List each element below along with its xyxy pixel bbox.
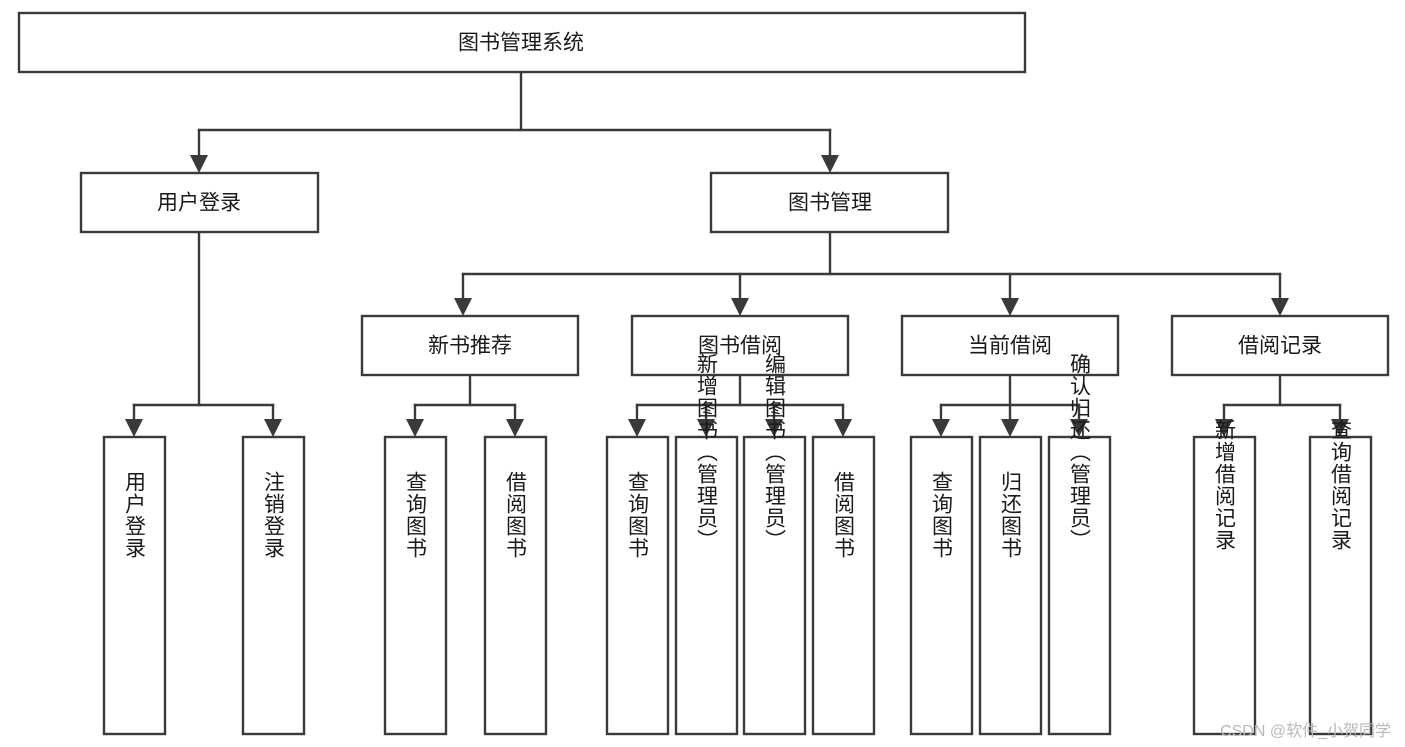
node-book-management[interactable]: 图书管理 bbox=[709, 171, 950, 234]
arrowhead-current-leaf-1 bbox=[932, 419, 950, 437]
leaf-query-borrow-record[interactable]: 查询借阅记录 bbox=[1308, 419, 1373, 736]
node-borrow-record-box[interactable] bbox=[1170, 314, 1390, 377]
node-user-login-box[interactable] bbox=[79, 171, 320, 234]
arrowhead-borrow-leaf-3 bbox=[765, 419, 783, 437]
arrowhead-record-leaf-1 bbox=[1215, 419, 1233, 437]
leaf-return-book[interactable]: 归还图书 bbox=[978, 435, 1043, 736]
leaf-borrow-book-borrow-box[interactable] bbox=[811, 435, 876, 736]
leaf-borrow-book-newbook-box[interactable] bbox=[483, 435, 548, 736]
leaf-borrow-book-borrow-label: 借阅图书 bbox=[832, 471, 856, 559]
leaf-user-login-box[interactable] bbox=[102, 435, 167, 736]
node-new-book-recommend-label: 新书推荐 bbox=[428, 335, 512, 358]
arrowhead-current-leaf-3 bbox=[1070, 419, 1088, 437]
node-borrow-record-label: 借阅记录 bbox=[1238, 335, 1322, 358]
arrowhead-borrow-leaf-4 bbox=[834, 419, 852, 437]
node-borrow-record[interactable]: 借阅记录 bbox=[1170, 314, 1390, 377]
leaf-add-book-admin-box[interactable] bbox=[674, 435, 739, 736]
node-user-login-label: 用户登录 bbox=[157, 192, 241, 215]
leaf-logout-box[interactable] bbox=[241, 435, 306, 736]
leaf-query-book-borrow-box[interactable] bbox=[605, 435, 670, 736]
node-current-borrow[interactable]: 当前借阅 bbox=[900, 314, 1120, 377]
node-root-system-label: 图书管理系统 bbox=[458, 32, 584, 55]
leaf-add-borrow-record-box[interactable] bbox=[1192, 435, 1257, 736]
arrowhead-bookmgmt-child-2 bbox=[731, 298, 749, 316]
node-book-management-box[interactable] bbox=[709, 171, 950, 234]
leaf-add-book-admin[interactable]: 新增图书（管理员） bbox=[674, 353, 739, 736]
leaf-confirm-return-admin-label: 确认归还（管理员） bbox=[1068, 353, 1092, 551]
node-current-borrow-label: 当前借阅 bbox=[968, 335, 1052, 358]
leaf-edit-book-admin-label: 编辑图书（管理员） bbox=[763, 353, 787, 551]
leaf-query-borrow-record-label: 查询借阅记录 bbox=[1329, 419, 1353, 551]
leaf-return-book-box[interactable] bbox=[978, 435, 1043, 736]
arrowhead-root-to-user-login bbox=[190, 155, 208, 173]
leaf-add-borrow-record-label: 新增借阅记录 bbox=[1213, 419, 1237, 551]
node-book-borrow-label: 图书借阅 bbox=[698, 335, 782, 358]
leaf-borrow-book-borrow[interactable]: 借阅图书 bbox=[811, 435, 876, 736]
leaf-confirm-return-admin[interactable]: 确认归还（管理员） bbox=[1047, 353, 1112, 736]
leaf-logout[interactable]: 注销登录 bbox=[241, 435, 306, 736]
arrowhead-bookmgmt-child-4 bbox=[1271, 298, 1289, 316]
arrowhead-newbook-leaf-1 bbox=[406, 419, 424, 437]
leaf-query-borrow-record-box[interactable] bbox=[1308, 435, 1373, 736]
leaf-user-login[interactable]: 用户登录 bbox=[102, 435, 167, 736]
node-current-borrow-box[interactable] bbox=[900, 314, 1120, 377]
leaf-edit-book-admin[interactable]: 编辑图书（管理员） bbox=[742, 353, 807, 736]
node-root-system-box[interactable] bbox=[17, 11, 1027, 74]
leaf-query-book-newbook[interactable]: 查询图书 bbox=[383, 435, 448, 736]
leaf-query-book-borrow-label: 查询图书 bbox=[626, 471, 650, 559]
node-root-system[interactable]: 图书管理系统 bbox=[17, 11, 1027, 74]
arrowhead-newbook-leaf-2 bbox=[506, 419, 524, 437]
arrowhead-bookmgmt-child-1 bbox=[454, 298, 472, 316]
leaf-return-book-label: 归还图书 bbox=[999, 471, 1023, 559]
node-new-book-recommend-box[interactable] bbox=[360, 314, 580, 377]
leaf-query-book-current-box[interactable] bbox=[909, 435, 974, 736]
arrowhead-root-to-book-mgmt bbox=[821, 155, 839, 173]
arrowhead-userlogin-leaf-1 bbox=[125, 419, 143, 437]
leaf-query-book-newbook-label: 查询图书 bbox=[404, 471, 428, 559]
leaf-logout-label: 注销登录 bbox=[262, 471, 286, 559]
connector-layer bbox=[125, 70, 1349, 437]
node-new-book-recommend[interactable]: 新书推荐 bbox=[360, 314, 580, 377]
arrowhead-userlogin-leaf-2 bbox=[264, 419, 282, 437]
node-book-management-label: 图书管理 bbox=[788, 192, 872, 215]
arrowhead-bookmgmt-child-3 bbox=[1001, 298, 1019, 316]
leaf-confirm-return-admin-box[interactable] bbox=[1047, 435, 1112, 736]
arrowhead-record-leaf-2 bbox=[1331, 419, 1349, 437]
node-book-borrow-box[interactable] bbox=[630, 314, 850, 377]
leaf-query-book-newbook-box[interactable] bbox=[383, 435, 448, 736]
arrowhead-borrow-leaf-1 bbox=[628, 419, 646, 437]
leaf-edit-book-admin-box[interactable] bbox=[742, 435, 807, 736]
leaf-borrow-book-newbook[interactable]: 借阅图书 bbox=[483, 435, 548, 736]
leaf-query-book-borrow[interactable]: 查询图书 bbox=[605, 435, 670, 736]
leaf-add-borrow-record[interactable]: 新增借阅记录 bbox=[1192, 419, 1257, 736]
leaf-query-book-current[interactable]: 查询图书 bbox=[909, 435, 974, 736]
leaf-add-book-admin-label: 新增图书（管理员） bbox=[695, 353, 719, 551]
node-book-borrow[interactable]: 图书借阅 bbox=[630, 314, 850, 377]
arrowhead-current-leaf-2 bbox=[1001, 419, 1019, 437]
leaf-query-book-current-label: 查询图书 bbox=[930, 471, 954, 559]
leaf-user-login-label: 用户登录 bbox=[123, 471, 147, 559]
node-user-login[interactable]: 用户登录 bbox=[79, 171, 320, 234]
arrowhead-borrow-leaf-2 bbox=[697, 419, 715, 437]
leaf-borrow-book-newbook-label: 借阅图书 bbox=[504, 471, 528, 559]
